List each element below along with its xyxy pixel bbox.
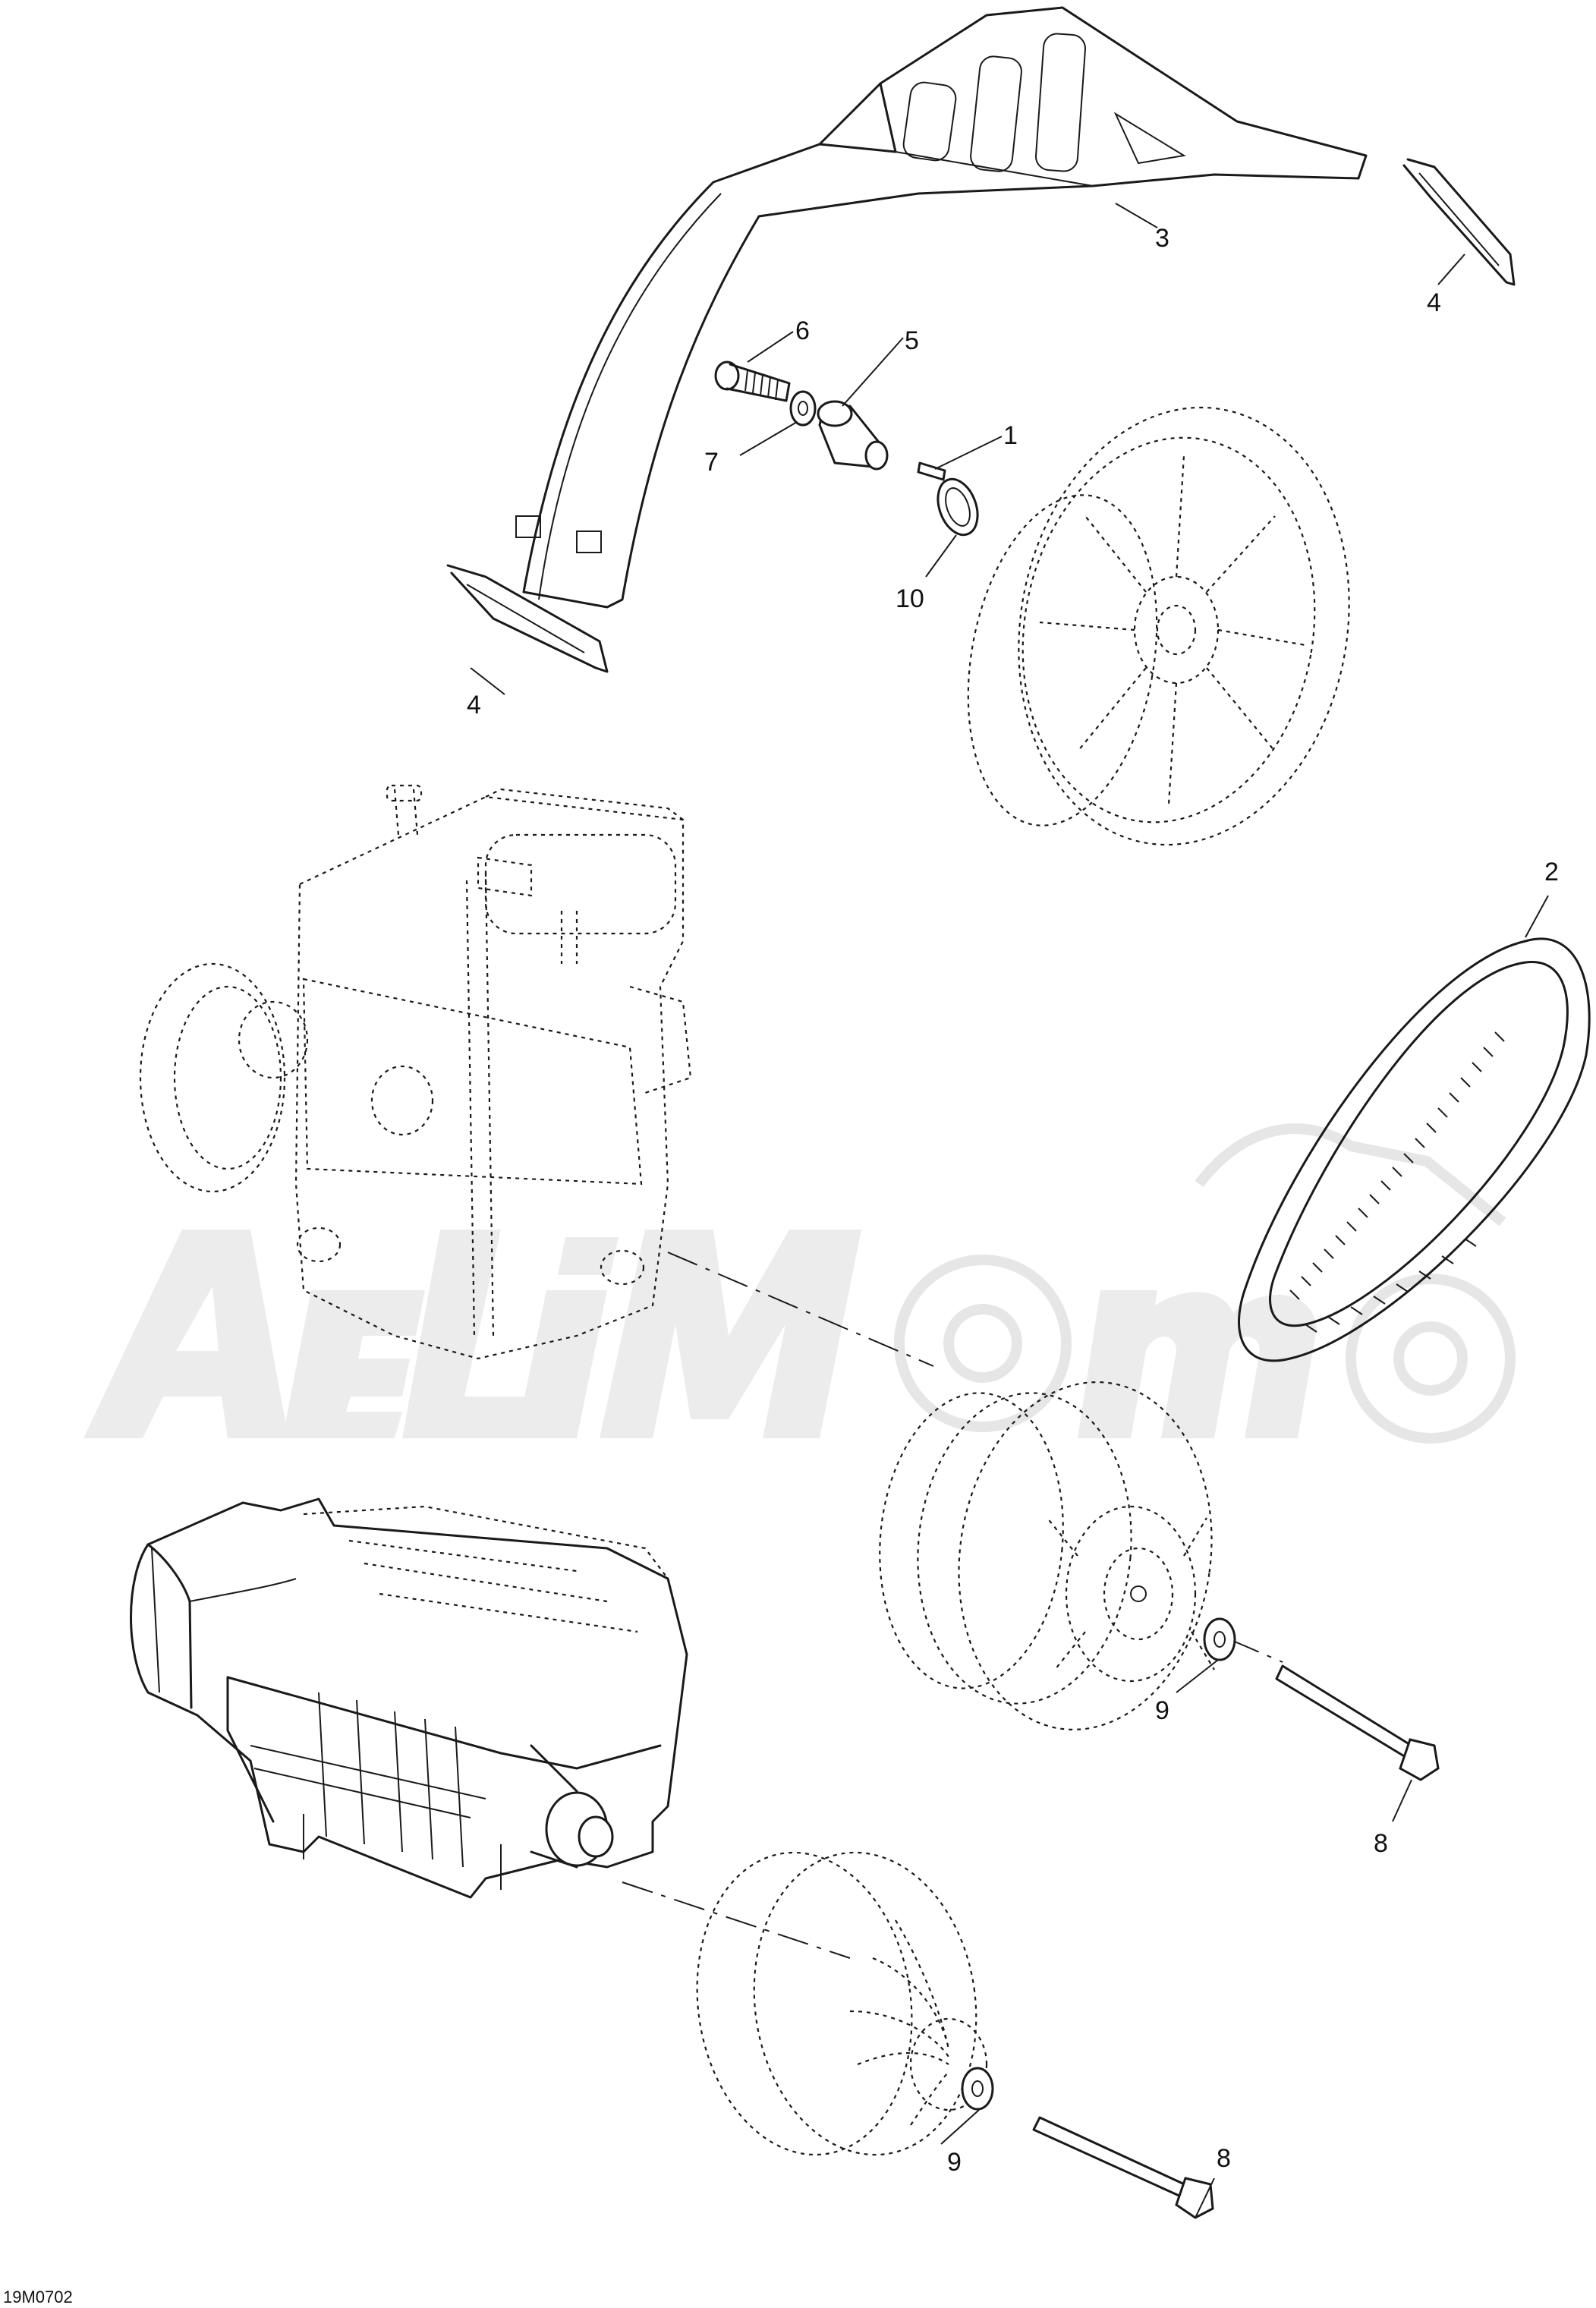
- belt-guard: [515, 6, 1368, 609]
- ring-10: [937, 477, 979, 537]
- callout-6: 6: [795, 316, 810, 345]
- spring-clip-right: [1402, 158, 1516, 286]
- diagram-reference-code: 19M0702: [3, 2288, 73, 2306]
- drive-pulley-lower: [696, 1851, 988, 2156]
- bolt-8-lower: [1032, 2116, 1214, 2219]
- callout-5: 5: [905, 326, 919, 355]
- leader-lines: [470, 203, 1549, 2218]
- driven-pulley: [967, 406, 1350, 846]
- callout-3: 3: [1155, 224, 1169, 253]
- center-axis-drive: [1229, 1639, 1283, 1663]
- bolt-6: [714, 361, 791, 402]
- washer-7: [789, 390, 817, 427]
- callout-7: 7: [704, 448, 719, 477]
- center-axis-upper: [667, 1252, 934, 1367]
- engine-upper: [139, 784, 692, 1360]
- washer-9-upper: [1203, 1617, 1236, 1661]
- callout-labels: 1 2 3 4 4 5 6 7 8 8 9 9 10: [467, 224, 1559, 2177]
- callout-10: 10: [896, 584, 924, 613]
- callout-8-lower: 8: [1217, 2144, 1231, 2173]
- callout-9-lower: 9: [947, 2148, 962, 2177]
- center-axis-lower: [622, 1881, 851, 1959]
- callout-2: 2: [1544, 858, 1559, 886]
- callout-1: 1: [1003, 421, 1018, 450]
- drive-pulley: [879, 1381, 1215, 1731]
- callout-4-right: 4: [1427, 288, 1441, 317]
- callout-9-upper: 9: [1155, 1696, 1169, 1725]
- engine-lower: [130, 1497, 688, 1899]
- drive-belt: [1238, 937, 1591, 1362]
- callout-4-left: 4: [467, 691, 481, 719]
- bolt-8-upper: [1275, 1664, 1440, 1781]
- callout-8-upper: 8: [1374, 1829, 1388, 1858]
- washer-9-lower: [961, 2067, 994, 2111]
- spacer-5: [817, 400, 889, 471]
- spring-clip-left: [446, 564, 609, 673]
